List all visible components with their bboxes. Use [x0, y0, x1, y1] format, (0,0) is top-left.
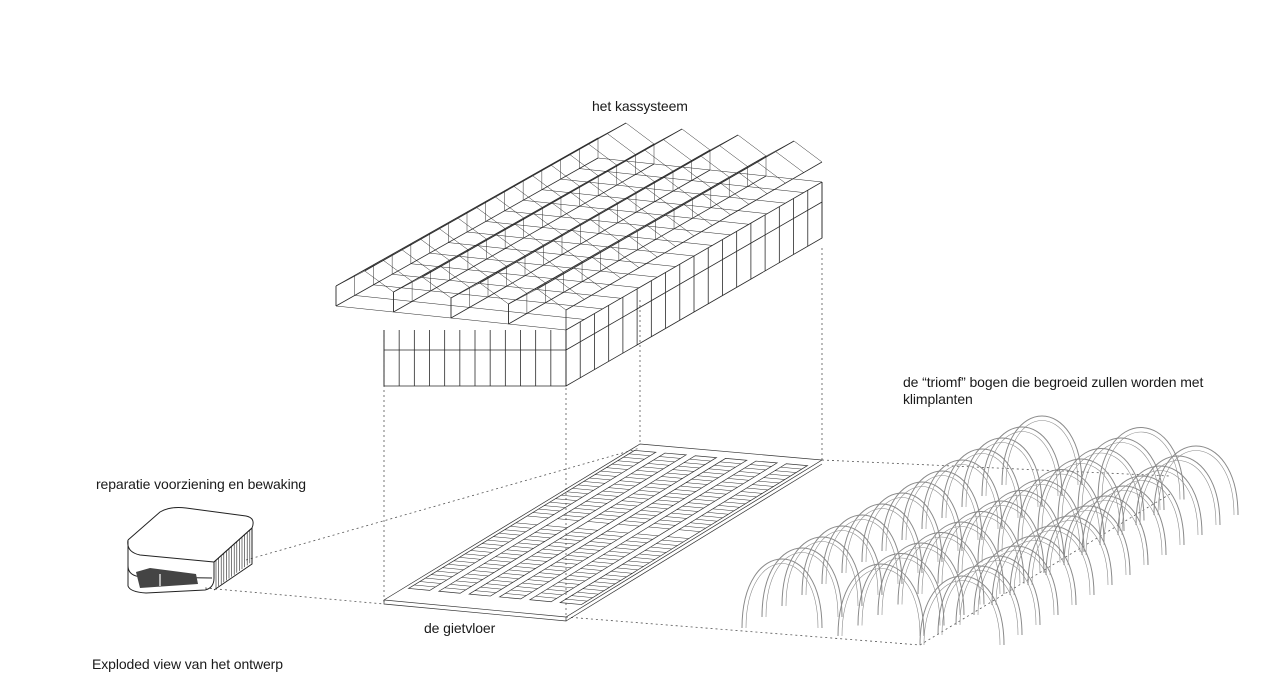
triomf-arch: [1009, 525, 1095, 596]
label-kassysteem: het kassysteem: [592, 98, 688, 114]
triomf-arch: [1135, 455, 1221, 526]
triomf-arch: [1017, 469, 1105, 542]
triomf-arch: [997, 479, 1085, 553]
label-triomf-bogen: de “triomf” bogen die begroeid zullen wo…: [903, 374, 1203, 408]
triomf-arch: [919, 575, 1005, 646]
label-triomf-line2: klimplanten: [903, 391, 973, 407]
arch-tunnels-icon: [741, 415, 1239, 646]
triomf-arch: [955, 555, 1041, 626]
triomf-arch: [1097, 427, 1185, 500]
triomf-arch: [1057, 448, 1145, 521]
triomf-arch: [1081, 485, 1167, 556]
floor-grid-icon: [382, 443, 824, 622]
triomf-arch: [941, 448, 1023, 519]
triomf-arch: [901, 470, 983, 541]
label-triomf-line1: de “triomf” bogen die begroeid zullen wo…: [903, 374, 1204, 390]
repair-pavilion-icon: [127, 507, 254, 594]
figure-caption: Exploded view van het ontwerp: [92, 656, 283, 672]
greenhouse-structure-icon: [335, 122, 823, 387]
triomf-arch: [921, 459, 1003, 530]
triomf-arch: [877, 542, 965, 616]
triomf-arch: [937, 565, 1023, 636]
triomf-arch: [897, 532, 985, 605]
triomf-arch: [761, 547, 843, 618]
triomf-arch: [973, 545, 1059, 616]
label-reparatie: reparatie voorziening en bewaking: [96, 476, 306, 492]
triomf-arch: [977, 490, 1065, 563]
triomf-arch: [1045, 505, 1131, 576]
triomf-arch: [741, 558, 823, 629]
triomf-arch: [1001, 415, 1083, 486]
triomf-arch: [981, 426, 1063, 497]
label-gietvloer: de gietvloer: [424, 620, 496, 636]
triomf-arch: [1117, 465, 1203, 536]
triomf-arch: [937, 511, 1025, 584]
triomf-arch: [1063, 495, 1149, 566]
triomf-arch: [991, 535, 1077, 606]
triomf-arch: [781, 536, 863, 607]
triomf-arch: [1153, 445, 1239, 516]
triomf-arch: [837, 563, 925, 637]
triomf-arch: [1099, 475, 1185, 546]
triomf-arch: [857, 553, 945, 626]
triomf-arch: [961, 437, 1043, 508]
triomf-arch: [1027, 515, 1113, 586]
triomf-arch: [1077, 437, 1165, 511]
